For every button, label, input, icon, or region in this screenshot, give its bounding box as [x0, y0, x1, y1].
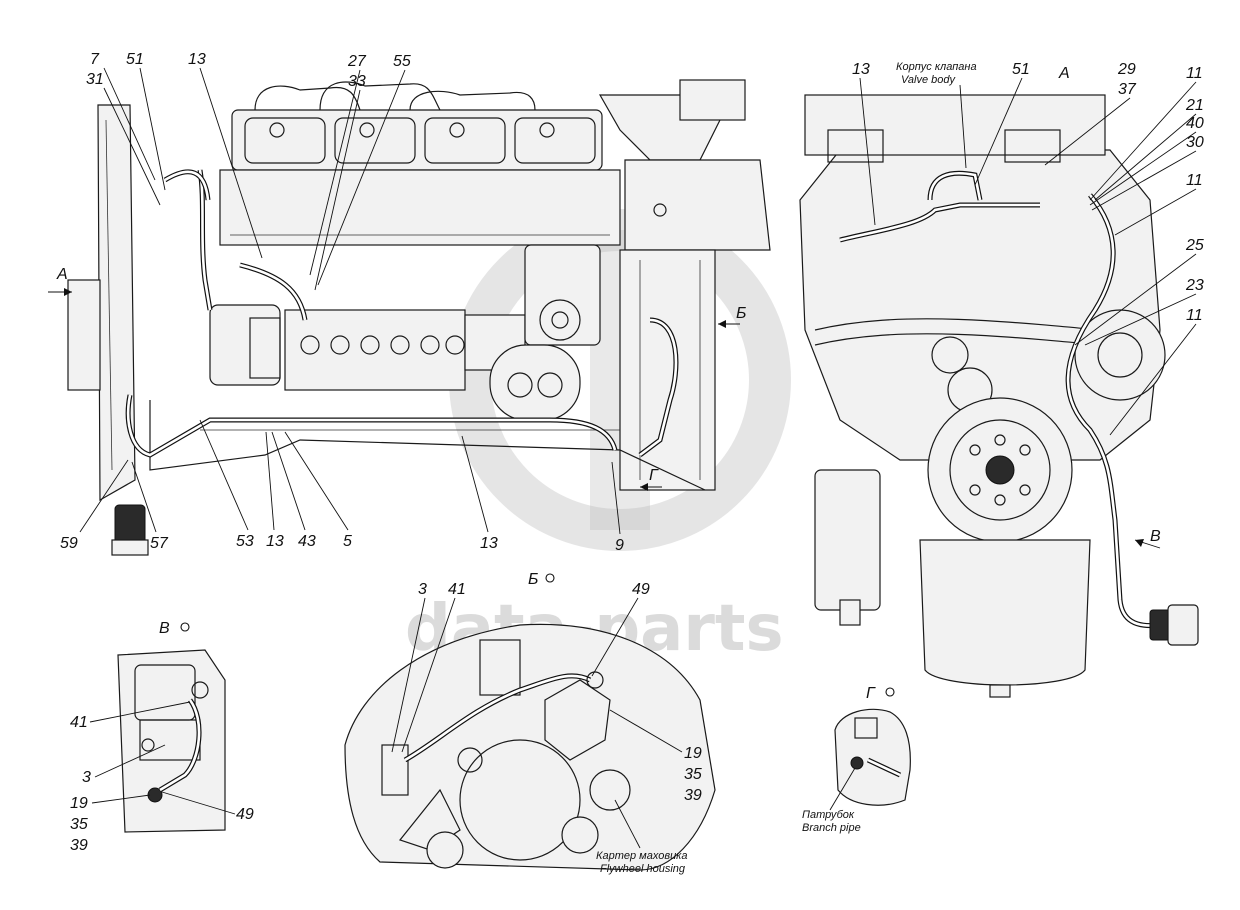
callout-r11b: 11	[1186, 172, 1203, 189]
callout-r30: 30	[1186, 134, 1204, 151]
view-label-v: В	[1150, 528, 1161, 545]
detail-b-drawing	[344, 623, 716, 871]
note-flywheel-ru: Картер маховика	[596, 850, 688, 862]
callout-b39: 39	[684, 787, 702, 804]
view-label-v-detail: В	[159, 620, 170, 637]
callout-v41: 41	[70, 714, 88, 731]
callout-b41: 41	[448, 581, 466, 598]
note-branch-en: Branch pipe	[802, 822, 861, 834]
view-label-b-detail: Б	[528, 571, 538, 588]
v-callouts: 41 3 19 35 39 49	[70, 701, 254, 854]
callout-r37: 37	[1118, 81, 1137, 98]
callout-55: 55	[393, 53, 411, 70]
callout-v3: 3	[82, 769, 91, 786]
right-callouts: 13 51 29 37 11 21 40 30 11 25 23 11	[852, 61, 1204, 436]
callout-v19: 19	[70, 795, 88, 812]
callout-27: 27	[347, 53, 367, 70]
main-callouts-top: 7 31 51 13 27 33 55	[86, 51, 411, 291]
note-branch-ru: Патрубок	[802, 809, 855, 821]
rotate-icon-g	[885, 687, 895, 697]
main-callouts-bottom: 59 57 53 13 43 5 13 9	[60, 419, 624, 554]
callout-r11c: 11	[1186, 307, 1203, 324]
callout-59: 59	[60, 535, 78, 552]
callout-57: 57	[150, 535, 169, 552]
note-valve-body-ru: Корпус клапана	[896, 61, 977, 73]
note-valve-body-en: Valve body	[901, 74, 957, 86]
callout-b3: 3	[418, 581, 427, 598]
callout-r11a: 11	[1186, 65, 1203, 82]
rotate-icon-b	[545, 573, 555, 583]
callout-r51: 51	[1012, 61, 1030, 78]
rotate-icon	[180, 622, 190, 632]
callout-v39: 39	[70, 837, 88, 854]
callout-r23: 23	[1185, 277, 1204, 294]
callout-b19: 19	[684, 745, 702, 762]
callout-v35: 35	[70, 816, 88, 833]
callout-51: 51	[126, 51, 144, 68]
callout-31: 31	[86, 71, 104, 88]
callout-9: 9	[615, 537, 624, 554]
callout-r29: 29	[1117, 61, 1136, 78]
view-label-a: А	[56, 266, 68, 283]
view-label-b: Б	[736, 305, 746, 322]
callout-b35: 35	[684, 766, 702, 783]
callout-13c: 13	[480, 535, 498, 552]
callout-r13: 13	[852, 61, 870, 78]
callout-43: 43	[298, 533, 316, 550]
callout-13b: 13	[266, 533, 284, 550]
front-engine-drawing	[799, 94, 1199, 698]
detail-v-drawing	[117, 649, 226, 833]
main-engine-drawing	[48, 79, 771, 556]
callout-b49: 49	[632, 581, 650, 598]
callout-5: 5	[343, 533, 352, 550]
b-callouts: 3 41 49 19 35 39	[391, 581, 702, 804]
callout-v49: 49	[236, 806, 254, 823]
callout-r40: 40	[1186, 115, 1204, 132]
callout-13: 13	[188, 51, 206, 68]
detail-g-drawing	[834, 708, 911, 806]
callout-r21: 21	[1185, 97, 1204, 114]
callout-7: 7	[90, 51, 100, 68]
note-flywheel-en: Flywheel housing	[600, 863, 686, 875]
view-label-a-right: А	[1058, 65, 1070, 82]
view-label-g-detail: Г	[866, 685, 876, 702]
callout-53: 53	[236, 533, 254, 550]
callout-r25: 25	[1185, 237, 1204, 254]
view-label-g: Г	[649, 467, 659, 484]
